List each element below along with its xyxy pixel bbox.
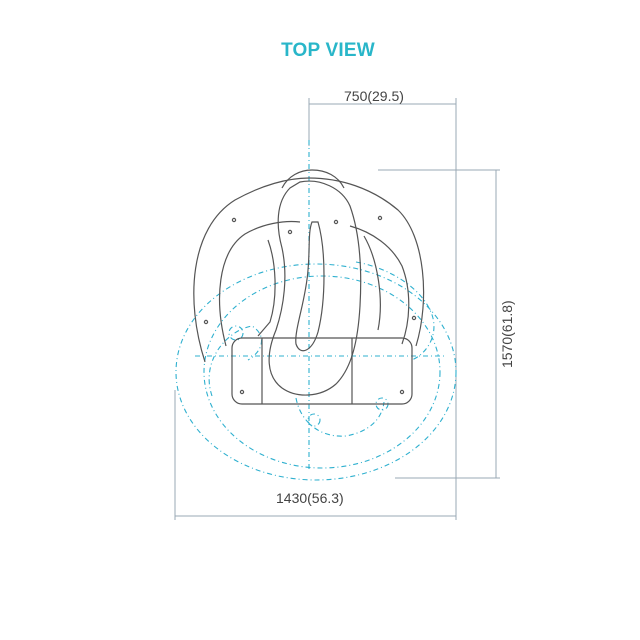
bolt-1 — [231, 217, 237, 223]
main-arm — [268, 180, 362, 396]
right-clamp — [363, 235, 381, 331]
base-block — [231, 337, 413, 405]
reach-circle-inner — [203, 275, 441, 469]
bolt-3 — [203, 319, 209, 325]
view-title: TOP VIEW — [281, 40, 375, 61]
reach-joint-a — [228, 325, 244, 341]
bolt-6 — [333, 219, 339, 225]
dim-depth-label: 1570(61.8) — [499, 300, 515, 368]
reach-joint-c — [307, 413, 321, 427]
reach-envelope — [175, 140, 457, 481]
left-clamp — [257, 239, 276, 337]
bolt-4 — [411, 315, 417, 321]
bolt-8 — [399, 389, 405, 395]
base-ring-outer — [193, 177, 425, 363]
reach-arm-lower — [295, 397, 385, 437]
bolt-5 — [287, 229, 293, 235]
dimension-lines — [174, 98, 500, 520]
dim-top-width-label: 750(29.5) — [344, 88, 404, 104]
reach-arm-right — [355, 261, 435, 361]
base-ring-inner-right — [349, 225, 410, 345]
arm-slot — [295, 221, 325, 352]
robot-outline — [193, 169, 425, 405]
top-cap — [281, 169, 345, 189]
bolt-7 — [239, 389, 245, 395]
reach-circle-outer — [175, 263, 457, 481]
base-ring-inner — [218, 220, 301, 347]
bolt-2 — [377, 215, 383, 221]
dim-overall-width-label: 1430(56.3) — [276, 490, 344, 506]
reach-arm-left — [208, 325, 263, 397]
